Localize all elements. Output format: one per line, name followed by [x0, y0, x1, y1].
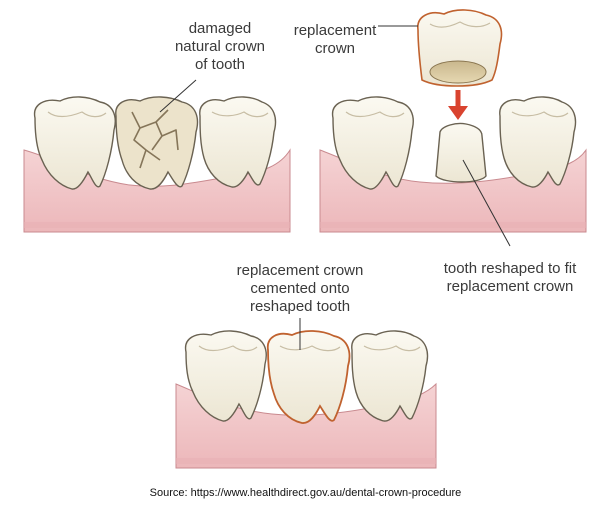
tooth-right: [351, 330, 429, 422]
tooth-left: [33, 96, 116, 190]
label-cemented-crown: replacement crown cemented onto reshaped…: [236, 262, 364, 315]
panel-cemented-crown: [175, 318, 437, 469]
tooth-reshaped-stump: [435, 122, 487, 183]
leader-damaged: [159, 79, 197, 113]
tooth-crowned: [266, 330, 351, 424]
tooth-left: [331, 96, 414, 190]
tooth-left: [184, 330, 267, 422]
source-citation: Source: https://www.healthdirect.gov.au/…: [149, 487, 462, 499]
panel-reshaped-tooth: [319, 9, 587, 247]
tooth-right: [499, 96, 577, 188]
label-replacement-crown: replacement crown: [293, 22, 377, 57]
label-damaged-crown: damaged natural crown of tooth: [174, 20, 266, 73]
down-arrow-icon: [448, 90, 468, 120]
replacement-crown: [417, 9, 503, 87]
crack-lines: [131, 109, 179, 169]
panel-damaged-tooth: [23, 79, 291, 233]
label-tooth-reshaped: tooth reshaped to fit replacement crown: [443, 260, 577, 295]
tooth-right: [199, 96, 277, 188]
leader-reshaped: [462, 159, 511, 247]
